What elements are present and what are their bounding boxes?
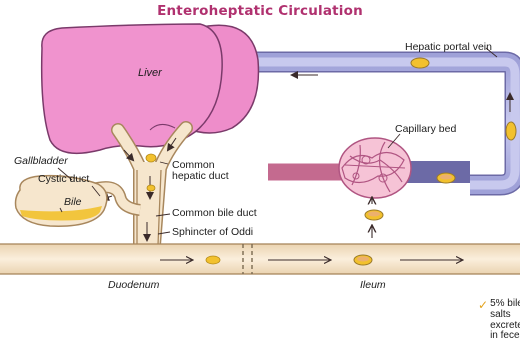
bile-salt-droplet-icon <box>146 154 156 162</box>
bile-salt-droplet-icon <box>506 122 516 140</box>
label-common-hepatic-duct-line2: hepatic duct <box>172 170 229 182</box>
bile-salt-droplet-icon <box>206 256 220 264</box>
absorption-path <box>365 198 383 238</box>
intestine <box>0 244 520 274</box>
checkmark-icon: ✓ <box>478 299 488 311</box>
label-gallbladder: Gallbladder <box>14 156 68 167</box>
label-ileum: Ileum <box>360 280 386 291</box>
label-common-bile-duct: Common bile duct <box>172 208 257 219</box>
capillary-bed <box>339 138 411 198</box>
label-duodenum: Duodenum <box>108 280 159 291</box>
label-cystic-duct: Cystic duct <box>38 174 89 185</box>
label-hepatic-portal-vein: Hepatic portal vein <box>405 42 492 53</box>
feces-note-line1: 5% bile salts <box>490 299 520 321</box>
label-bile: Bile <box>64 197 82 208</box>
label-capillary-bed: Capillary bed <box>395 124 456 135</box>
diagram-stage: Enteroheptatic Circulation Liver Hepatic… <box>0 0 520 330</box>
label-liver: Liver <box>138 68 162 80</box>
label-sphincter-of-oddi: Sphincter of Oddi <box>172 227 253 238</box>
label-common-hepatic-duct: Common hepatic duct <box>172 160 229 182</box>
feces-note-line2: excreted in feces <box>490 321 520 342</box>
feces-note: ✓ 5% bile salts excreted in feces <box>478 299 520 342</box>
bile-salt-droplet-icon <box>147 185 155 191</box>
bile-salt-droplet-icon <box>411 58 429 68</box>
diagram-title: Enteroheptatic Circulation <box>0 3 520 19</box>
liver <box>42 24 259 153</box>
feces-note-text: 5% bile salts excreted in feces <box>490 299 520 342</box>
